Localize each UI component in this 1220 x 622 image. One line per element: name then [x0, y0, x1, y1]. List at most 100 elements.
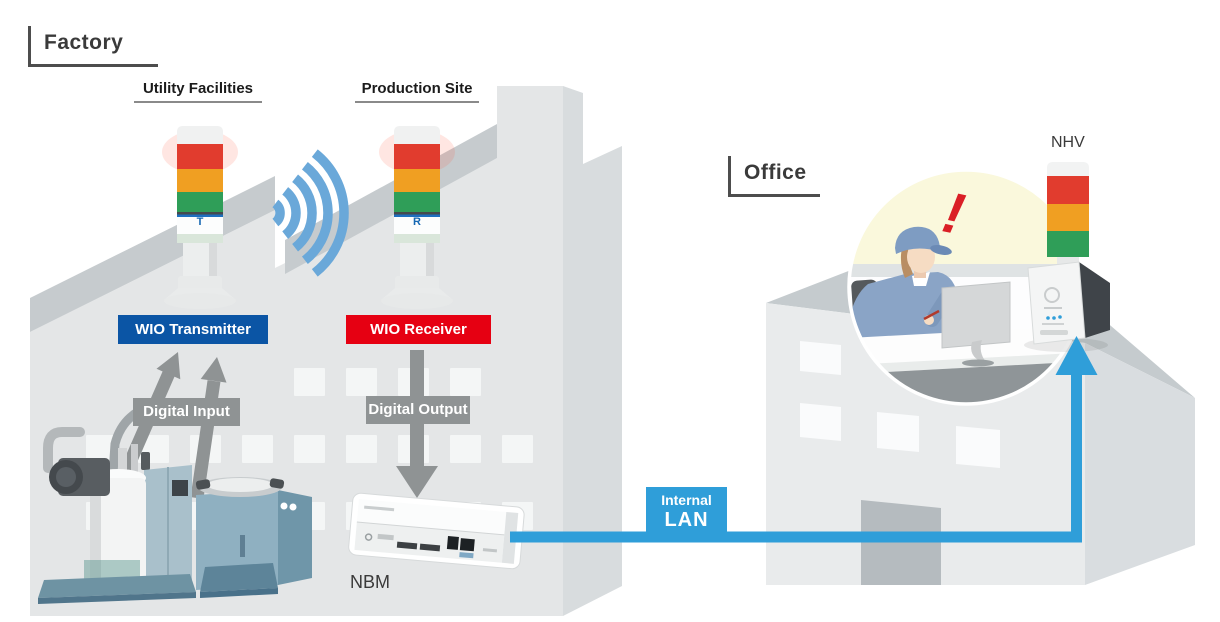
boiler-motor-hub	[56, 467, 76, 487]
nhv-led-2	[1052, 316, 1056, 320]
factory-window	[346, 368, 377, 396]
monitor-stand	[971, 340, 986, 362]
press-indicator-2	[289, 503, 297, 511]
wio-receiver-tag: WIO Receiver	[346, 315, 491, 344]
boiler-tank	[90, 478, 146, 586]
worker-cap-brim	[930, 245, 952, 255]
wio-transmitter-tag: WIO Transmitter	[118, 315, 268, 344]
office-worker	[849, 226, 960, 345]
boiler-machine	[38, 401, 196, 604]
worker-pen	[923, 309, 940, 321]
monitor-back	[941, 281, 1011, 349]
nbm-label-strip-1	[377, 533, 394, 541]
transmitter-flange-base	[164, 293, 236, 309]
boiler-base-edge	[38, 592, 196, 604]
transmitter-joint	[177, 212, 223, 215]
factory-window	[346, 435, 377, 463]
nhv-tower	[1047, 162, 1089, 266]
factory-window	[294, 368, 325, 396]
transmitter-clear-band	[177, 234, 223, 243]
internal-lan-line2: LAN	[664, 509, 709, 531]
nbm-lan-tab	[459, 552, 474, 559]
boiler-cabinet-window	[172, 480, 188, 496]
nhv-green-segment	[1047, 231, 1089, 257]
internal-lan-tag: Internal LAN	[646, 487, 727, 537]
transmitter-tower	[162, 126, 238, 309]
boiler-pipe-small2	[131, 444, 138, 478]
boiler-pipe-hook	[43, 427, 85, 473]
nhv-box-side	[1079, 262, 1110, 338]
receiver-tower	[379, 126, 455, 309]
wireless-arc-3	[292, 174, 317, 252]
boiler-grate	[84, 560, 140, 582]
receiver-flange-base	[381, 293, 453, 309]
nbm-dial	[364, 533, 373, 541]
digital-input-tag: Digital Input	[133, 398, 240, 426]
press-lid-inner	[207, 478, 273, 492]
receiver-joint	[394, 212, 440, 215]
wireless-arc-5	[311, 149, 349, 277]
worker-hair	[900, 242, 913, 278]
utility-facilities-label: Utility Facilities	[134, 80, 262, 103]
worker-neck	[914, 268, 926, 278]
nhv-brand-strip	[1042, 323, 1064, 325]
receiver-badge: R	[413, 216, 421, 228]
nhv-red-segment	[1047, 176, 1089, 204]
digital-input-arrow-head-right	[200, 357, 227, 383]
nbm-port-block-2	[419, 543, 441, 552]
factory-title: Factory	[28, 26, 158, 67]
transmitter-base	[178, 276, 222, 290]
transmitter-badge: T	[196, 216, 204, 228]
boiler-nozzle	[141, 452, 150, 470]
factory-window	[450, 435, 481, 463]
digital-output-arrow-head	[396, 466, 438, 498]
press-machine	[195, 477, 312, 598]
nhv-neck	[1057, 257, 1079, 266]
transmitter-green-segment	[177, 192, 223, 212]
transmitter-red-segment	[177, 144, 223, 169]
receiver-cap	[394, 126, 440, 144]
press-slot	[240, 535, 245, 557]
nhv-amber-segment	[1047, 204, 1089, 231]
boiler-tank-shade	[90, 478, 101, 586]
wireless-arc-2	[282, 187, 301, 239]
nbm-label: NBM	[350, 572, 390, 592]
nbm-edge-line	[356, 521, 505, 536]
office-window-2	[800, 403, 841, 441]
press-base-edge	[200, 588, 278, 598]
factory-window	[502, 435, 533, 463]
transmitter-amber-segment	[177, 169, 223, 192]
receiver-label-band	[394, 217, 440, 234]
factory-window	[242, 435, 273, 463]
receiver-blue-line	[394, 214, 440, 217]
lan-connection	[510, 336, 1098, 543]
receiver-green-segment	[394, 192, 440, 212]
receiver-red-segment	[394, 144, 440, 169]
digital-input-arrow-head-left	[156, 352, 181, 380]
nhv-led-1	[1046, 316, 1050, 320]
nbm-brand-strip	[364, 505, 395, 512]
boiler-pipe-small	[118, 448, 127, 478]
press-lid-clamp-left	[195, 479, 211, 490]
wireless-arc-1	[272, 199, 285, 227]
nhv-speaker-icon	[1044, 287, 1060, 303]
nbm-port-block-1	[396, 541, 418, 550]
nhv-slot	[1040, 330, 1068, 335]
internal-lan-line1: Internal	[661, 492, 712, 508]
factory-window	[294, 435, 325, 463]
transmitter-blue-line	[177, 214, 223, 217]
factory-window	[86, 435, 117, 463]
press-indicator-1	[280, 502, 288, 510]
production-site-label: Production Site	[355, 80, 479, 103]
office-window-4	[956, 426, 1000, 468]
nhv-led-3	[1058, 315, 1062, 319]
office-window-1	[800, 341, 841, 375]
wireless-arc-4	[301, 161, 333, 265]
receiver-clear-band	[394, 234, 440, 243]
press-side	[278, 490, 312, 585]
nbm-top-face	[356, 499, 507, 535]
office-window-3	[877, 412, 919, 452]
press-lid-clamp-right	[269, 478, 285, 489]
